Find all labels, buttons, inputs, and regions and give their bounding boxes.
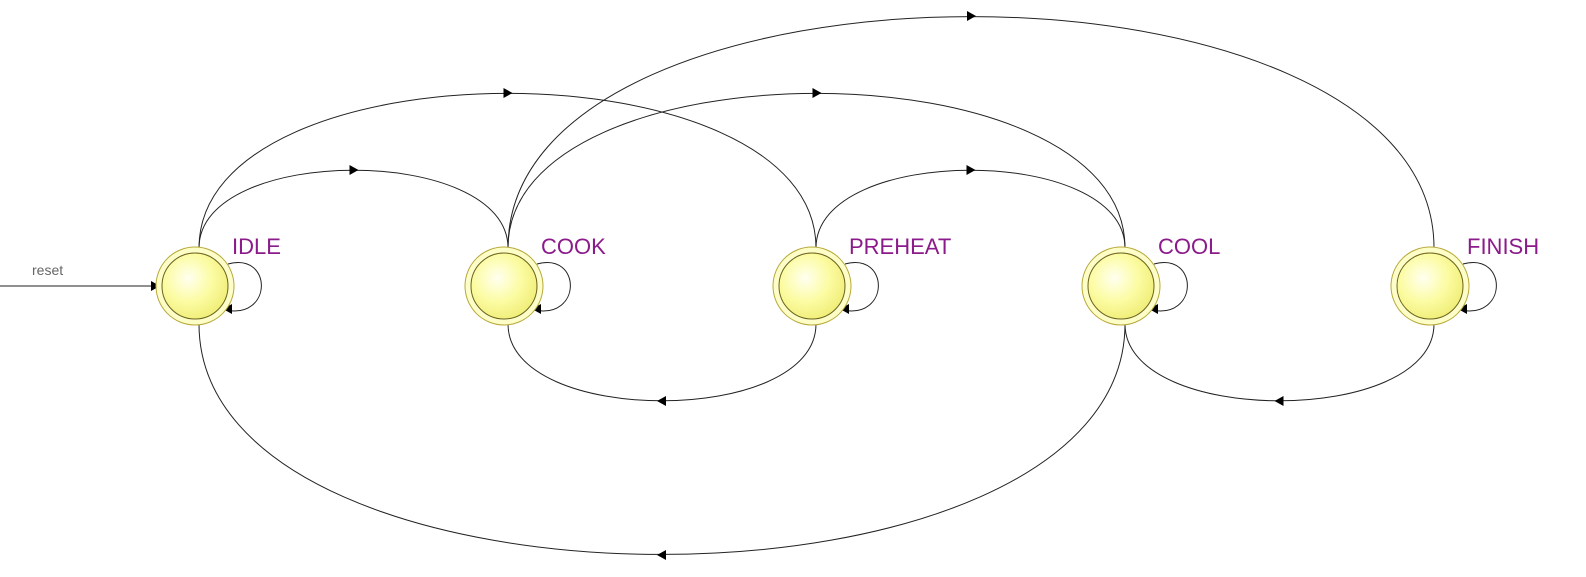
transition-cool-to-idle	[198, 323, 1126, 560]
state-finish-inner-circle	[1396, 252, 1464, 320]
transition-finish-to-cool-arrowhead	[1274, 396, 1284, 406]
transitions	[198, 11, 1497, 560]
transition-idle-to-cook-arrowhead	[349, 165, 359, 175]
transition-idle-to-idle-path	[224, 262, 262, 312]
transition-cook-to-cook-arrowhead	[532, 304, 541, 314]
transition-cook-to-finish-arrowhead	[967, 11, 976, 21]
transition-cook-to-cool-arrowhead	[812, 88, 822, 98]
transition-finish-to-finish	[1458, 262, 1497, 314]
reset-arrow: reset	[0, 262, 160, 291]
state-idle-label: IDLE	[232, 234, 281, 259]
state-preheat[interactable]: PREHEAT	[772, 234, 951, 326]
reset-label: reset	[32, 262, 63, 278]
transition-idle-to-idle	[223, 262, 262, 314]
state-cook-inner-circle	[470, 252, 538, 320]
transition-cool-to-cool-arrowhead	[1149, 304, 1158, 314]
transition-idle-to-idle-arrowhead	[223, 304, 232, 314]
transition-cook-to-cook	[532, 262, 571, 314]
transition-preheat-to-cook	[507, 323, 817, 406]
state-finish-label: FINISH	[1467, 234, 1539, 259]
transition-preheat-to-preheat	[840, 262, 879, 314]
transition-idle-to-preheat-path	[198, 93, 817, 249]
transition-cook-to-cool	[507, 88, 1126, 249]
transition-cool-to-idle-path	[198, 323, 1126, 555]
transition-finish-to-cool	[1124, 323, 1435, 406]
transition-idle-to-preheat	[198, 88, 817, 249]
transition-cool-to-cool-path	[1150, 262, 1188, 312]
transition-preheat-to-cook-arrowhead	[657, 396, 666, 406]
transition-cook-to-cool-path	[507, 93, 1126, 249]
states: IDLE COOK PREHEAT COOL FINISH	[155, 234, 1539, 326]
transition-cool-to-idle-arrowhead	[657, 550, 666, 560]
transition-cook-to-finish-path	[507, 16, 1435, 249]
state-preheat-label: PREHEAT	[849, 234, 951, 259]
transition-preheat-to-cook-path	[507, 323, 817, 402]
transition-cook-to-cook-path	[533, 262, 571, 312]
transition-finish-to-cool-path	[1124, 323, 1435, 402]
state-idle[interactable]: IDLE	[155, 234, 281, 326]
transition-preheat-to-cool-arrowhead	[966, 165, 976, 175]
transition-cool-to-cool	[1149, 262, 1188, 314]
transition-cook-to-finish	[507, 11, 1435, 249]
state-cook[interactable]: COOK	[464, 234, 606, 326]
state-cool[interactable]: COOL	[1081, 234, 1220, 326]
transition-preheat-to-cool	[815, 165, 1126, 249]
transition-idle-to-cook	[198, 165, 509, 249]
transition-finish-to-finish-path	[1459, 262, 1497, 312]
transition-preheat-to-preheat-arrowhead	[840, 304, 849, 314]
transition-finish-to-finish-arrowhead	[1458, 304, 1467, 314]
transition-preheat-to-preheat-path	[841, 262, 879, 312]
transition-idle-to-preheat-arrowhead	[503, 88, 513, 98]
state-finish[interactable]: FINISH	[1390, 234, 1539, 326]
state-cook-label: COOK	[541, 234, 606, 259]
state-cool-inner-circle	[1087, 252, 1155, 320]
state-cool-label: COOL	[1158, 234, 1220, 259]
state-idle-inner-circle	[161, 252, 229, 320]
state-preheat-inner-circle	[778, 252, 846, 320]
